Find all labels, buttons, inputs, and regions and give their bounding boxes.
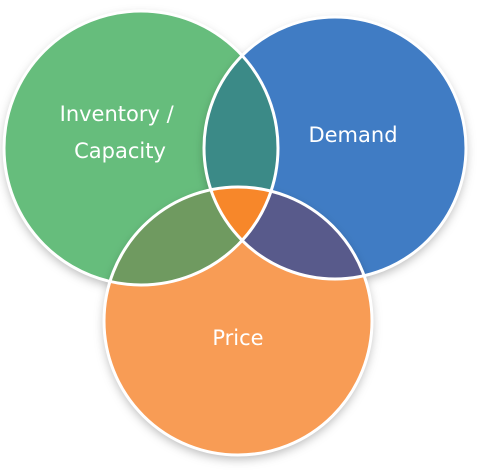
overlap-demand-price (204, 187, 372, 279)
outline-price (102, 185, 374, 457)
label-price: Price (212, 326, 263, 350)
overlap-inventory-price (104, 187, 278, 285)
label-inventory-capacity: Inventory / Capacity (60, 102, 181, 163)
outline-inventory-capacity (2, 9, 280, 287)
label-demand: Demand (308, 123, 397, 147)
outline-demand (202, 15, 468, 281)
